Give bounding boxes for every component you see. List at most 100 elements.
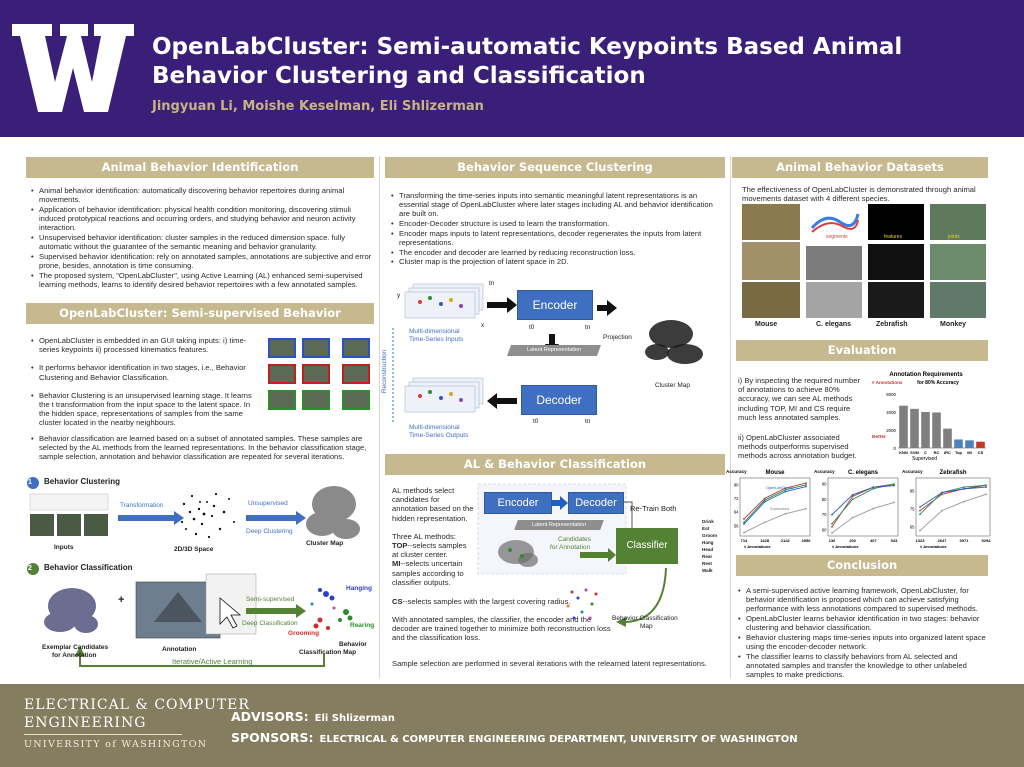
line-x-tick: 543 (891, 538, 898, 543)
class-item: Hang (702, 540, 714, 545)
s3-bullet: Transforming the time-series inputs into… (390, 191, 724, 219)
annotation-bar-chart: Annotation Requirements for 80% Accuracy… (872, 372, 986, 462)
line-point (941, 491, 943, 494)
bar (943, 428, 952, 448)
transformation-label: Transformation (120, 502, 164, 509)
bar-x-tick: KNN (899, 450, 908, 455)
line-point (743, 523, 745, 525)
inputs-label-2: Time-Series Inputs (409, 336, 464, 343)
line-point (805, 482, 807, 485)
accuracy-label: Accuracy (814, 469, 835, 474)
line-x-tick: 1428 (760, 538, 770, 543)
s3-bullet: The encoder and decoder are learned by r… (390, 248, 724, 257)
s3-text: Transforming the time-series inputs into… (390, 191, 724, 267)
line-point (941, 509, 943, 512)
line-point (763, 521, 766, 524)
bar-x-tick: RC (934, 450, 940, 455)
rearing-label: Rearing (350, 622, 375, 629)
celegans-segments (806, 204, 862, 240)
encoder-decoder-figure: Encoder Latent Representation Decoder Pr… (381, 272, 725, 448)
species-zebrafish: Zebrafish (876, 321, 908, 328)
line-point (831, 525, 833, 528)
section-animal-behavior-datasets: Animal Behavior Datasets (732, 157, 988, 178)
s7-bullet: A semi-supervised active learning framew… (737, 586, 991, 614)
section-conclusion: Conclusion (736, 555, 988, 576)
retrain-label: Re-Train Both (630, 504, 677, 513)
al-latent-label: Latent Representation (531, 522, 587, 528)
line-x-tick: 2856 (802, 538, 812, 543)
line-point (763, 499, 766, 502)
monkey-photo (930, 244, 986, 280)
classification-scatter (566, 588, 598, 620)
bcm-label-2: Classification Map (299, 649, 357, 656)
grooming-label: Grooming (288, 630, 320, 637)
s2-text-wide: Behavior classification are learned base… (30, 434, 372, 462)
line-x-tick: 136 (829, 538, 836, 543)
outputs-label-2: Time-Series Outputs (409, 432, 469, 439)
tag-joints: joints (948, 234, 960, 240)
line-point (893, 501, 895, 504)
s4-top-text: --selects samples at cluster center. (392, 541, 467, 560)
line-y-tick: 80 (822, 497, 827, 502)
line-x-label: # Annotations (744, 544, 771, 549)
line-series (919, 493, 987, 531)
projection-label: Projection (603, 334, 632, 341)
species-monkey: Monkey (940, 321, 967, 328)
candidates-label-2: for Annotation (550, 544, 591, 551)
space-label: 2D/3D Space (174, 546, 214, 553)
tag-segments: segments (826, 234, 848, 240)
pipeline-graphics (27, 477, 360, 667)
s4-p2-intro: Three AL methods: (392, 531, 456, 541)
bar-x-tick: IRC (944, 450, 951, 455)
line-point (851, 516, 854, 519)
uw-wordmark: UNIVERSITY of WASHINGTON (24, 739, 208, 750)
line-y-tick: 64 (734, 510, 739, 515)
line-point (743, 521, 745, 524)
step2-badge (27, 563, 39, 575)
uw-w-logo (12, 24, 134, 112)
arrow-from-decoder (487, 393, 517, 409)
ece-wordmark-line2: ENGINEERING (24, 715, 147, 731)
line-chart-title: C. elegans (848, 470, 879, 476)
cluster-map-label: Cluster Map (655, 382, 691, 389)
tn-label: tn (585, 324, 591, 331)
bar-y-tick: 2000 (886, 428, 896, 433)
line-point (963, 487, 965, 490)
bar-x-tick: C (924, 450, 927, 455)
line-point (941, 493, 943, 496)
line-point (963, 500, 965, 503)
bar-chart-subtitle: for 80% Accuracy (917, 380, 959, 386)
encoder-decoder-graphics (392, 283, 703, 422)
line-chart-title: Zebrafish (939, 470, 966, 476)
authors: Jingyuan Li, Moishe Keselman, Eli Shlize… (152, 99, 484, 114)
accuracy-label: Accuracy (726, 469, 747, 474)
line-point (805, 485, 807, 488)
al-latent-bar: Latent Representation (514, 520, 604, 530)
s4-text-2: CS--selects samples with the largest cov… (392, 597, 692, 606)
s4-p4: Sample selection are performed in severa… (392, 659, 707, 668)
openlabcluster-legend: OpenLabCluster (766, 486, 794, 490)
ece-wordmark-line1: ELECTRICAL & COMPUTER (24, 697, 250, 713)
column-divider (379, 156, 380, 678)
line-point (743, 518, 745, 520)
line-point (851, 498, 854, 501)
encoder-box: Encoder (517, 290, 593, 320)
section-behavior-sequence-clustering: Behavior Sequence Clustering (385, 157, 725, 178)
line-x-tick: 5294 (982, 538, 992, 543)
line-point (919, 529, 921, 532)
step1-badge (27, 477, 39, 489)
sponsors: SPONSORS:ELECTRICAL & COMPUTER ENGINEERI… (231, 730, 798, 745)
thumbnail (302, 364, 330, 384)
inputs-label: Inputs (54, 544, 74, 551)
line-point (893, 483, 895, 486)
input-frame (30, 514, 54, 536)
annotation-label: Annotation (162, 646, 197, 653)
species-mouse: Mouse (755, 321, 778, 328)
outputs-label: Multi-dimensional (409, 424, 460, 431)
section-animal-behavior-identification: Animal Behavior Identification (26, 157, 374, 178)
arrow-semi-supervised (246, 604, 306, 618)
cluster-map-scatter (645, 320, 703, 364)
s4-top: TOP--selects samples at cluster center. (392, 541, 474, 559)
line-point (985, 484, 987, 487)
s6-p1: i) By inspecting the required number of … (738, 376, 860, 422)
